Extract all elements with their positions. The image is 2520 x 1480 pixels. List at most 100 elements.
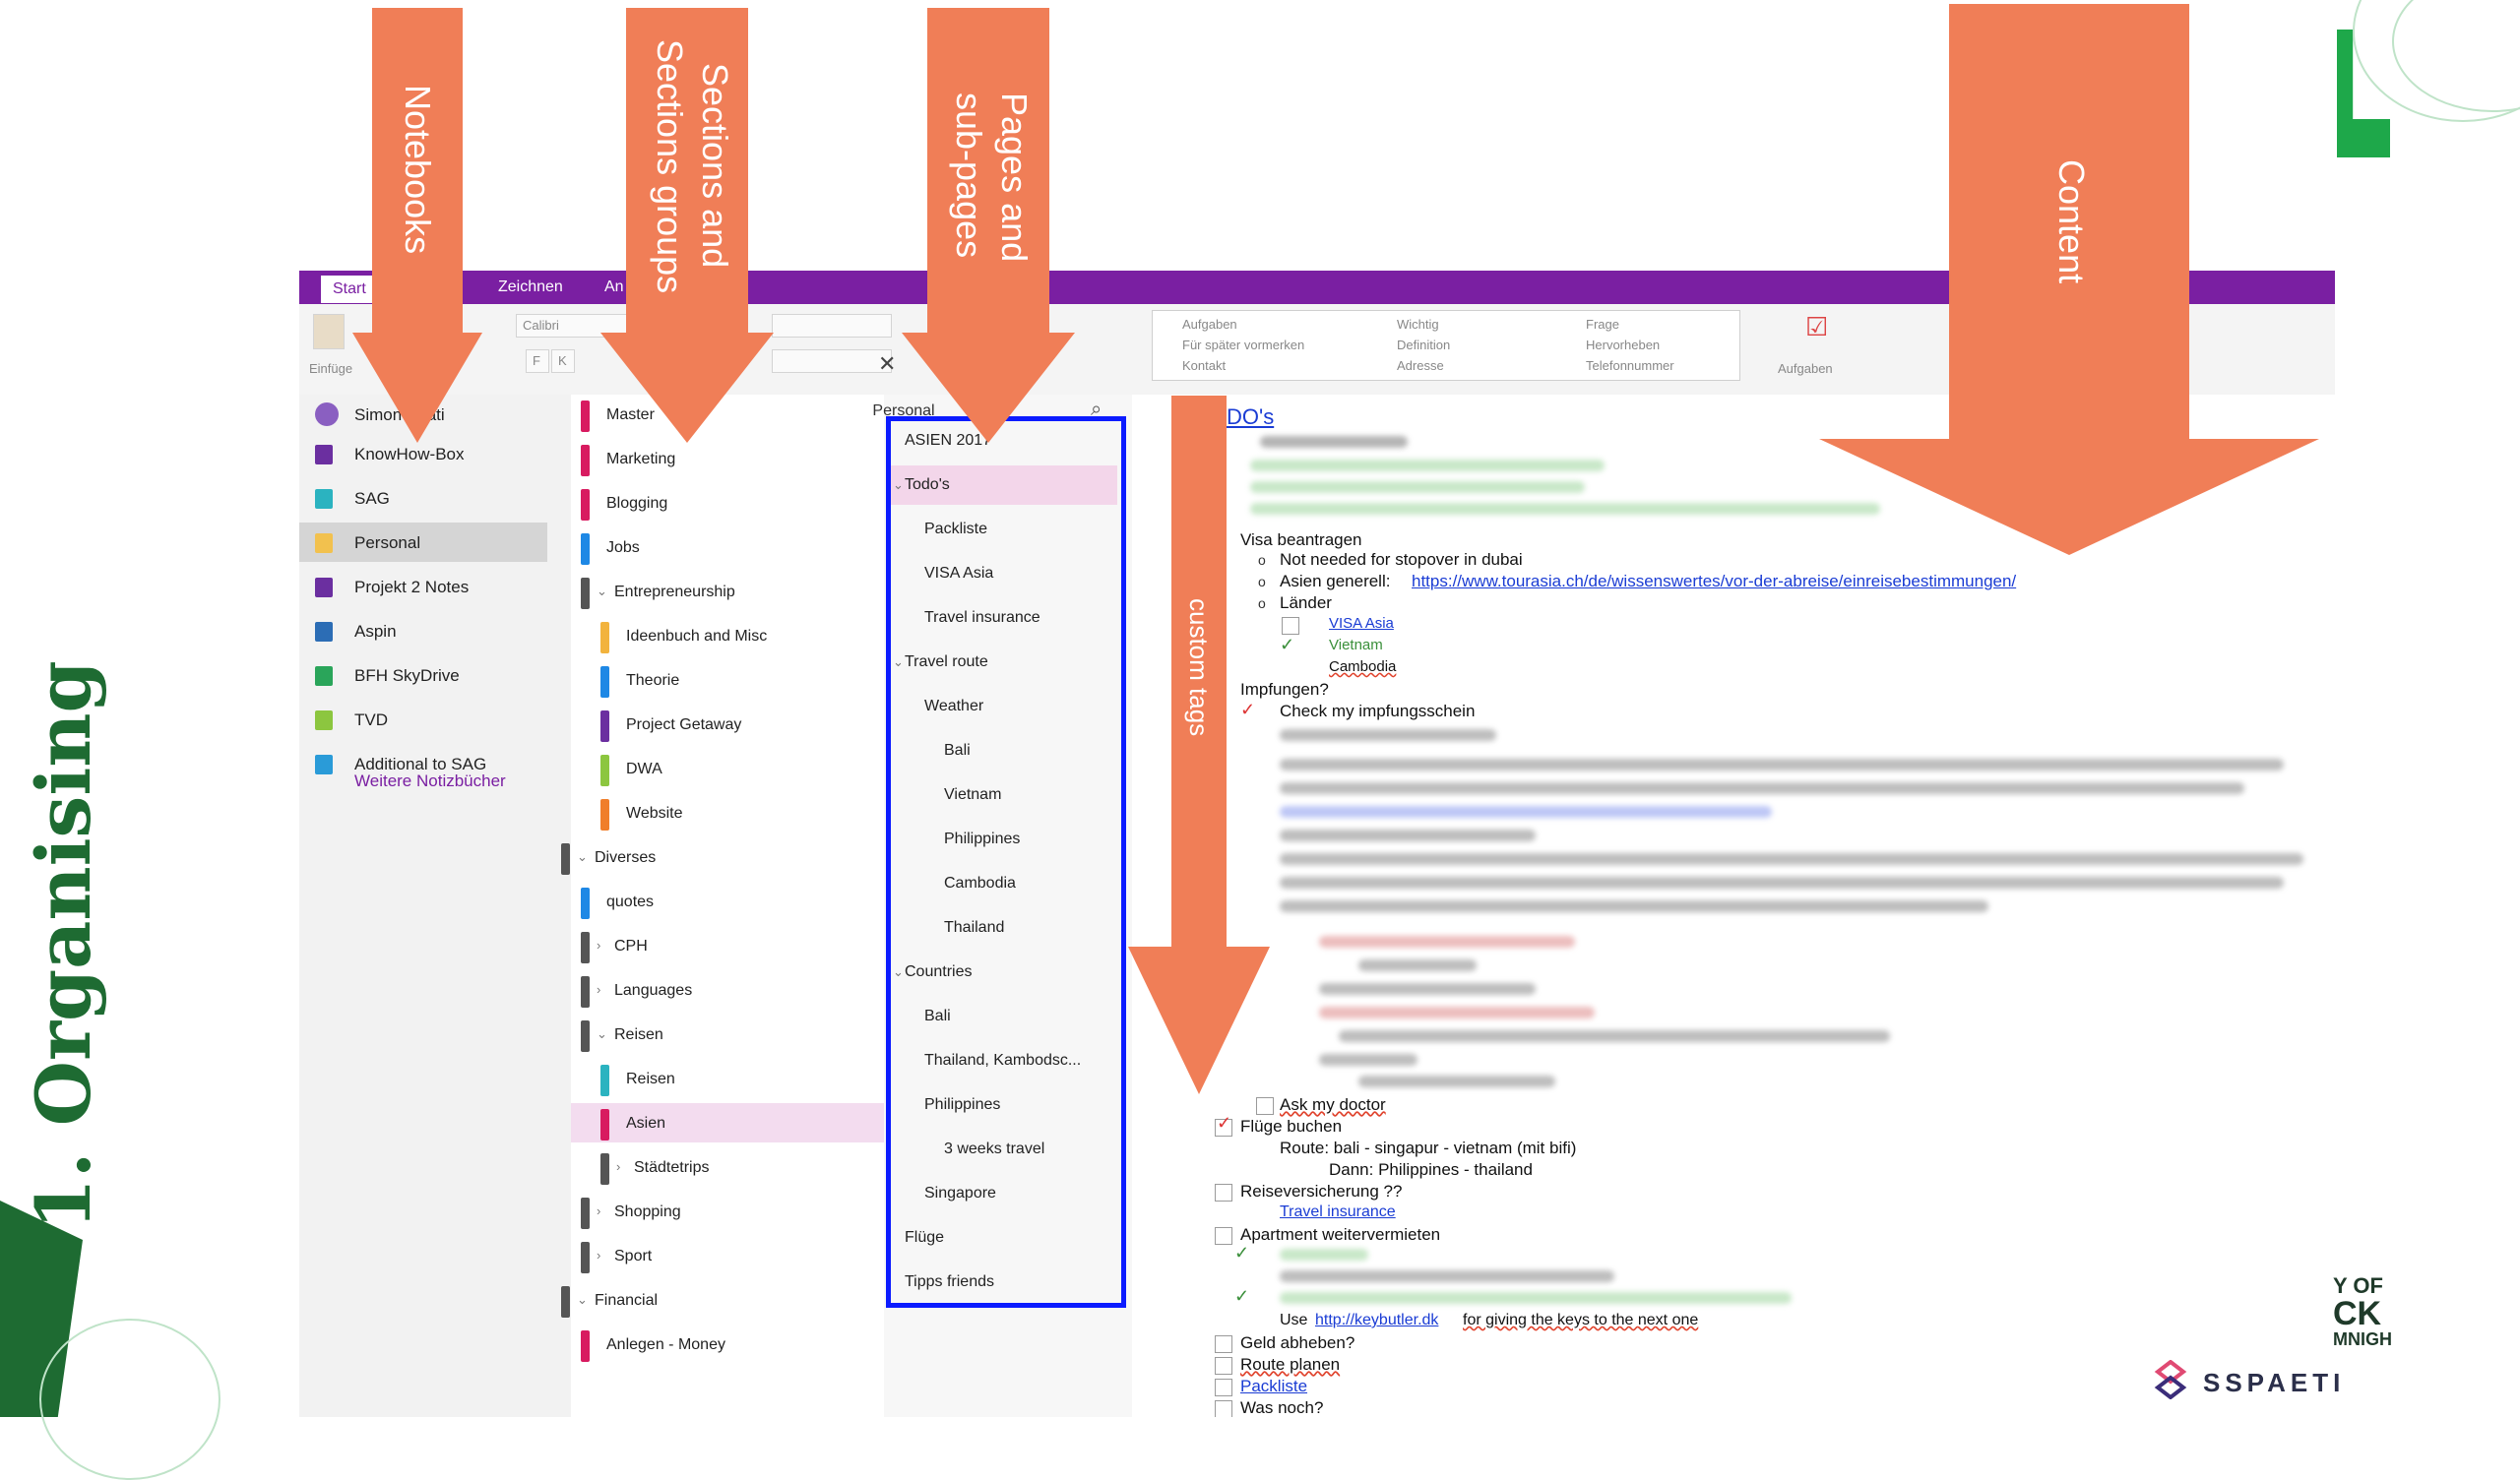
tag-hervorheben[interactable]: Hervorheben xyxy=(1586,338,1661,352)
notebook-item[interactable]: TVD xyxy=(299,700,547,739)
visa-asia-link[interactable]: VISA Asia xyxy=(1329,615,1394,632)
chevron-right-icon[interactable]: › xyxy=(597,1203,601,1218)
section-item[interactable]: Ideenbuch and Misc xyxy=(571,616,884,655)
page-item[interactable]: Vietnam xyxy=(891,775,1117,815)
tag-frage[interactable]: Frage xyxy=(1586,317,1619,332)
section-item[interactable]: ⌄Reisen xyxy=(571,1015,884,1054)
chevron-down-icon[interactable]: ⌄ xyxy=(577,849,588,864)
page-item[interactable]: ⌄Travel route xyxy=(891,643,1117,682)
task-check-icon[interactable]: ☑ xyxy=(1805,312,1829,341)
section-item[interactable]: Website xyxy=(571,793,884,832)
chevron-right-icon[interactable]: › xyxy=(597,982,601,997)
tag-wichtig[interactable]: Wichtig xyxy=(1397,317,1439,332)
page-item[interactable]: Cambodia xyxy=(891,864,1117,903)
chevron-down-icon[interactable]: ⌄ xyxy=(597,584,607,598)
packliste-link[interactable]: Packliste xyxy=(1240,1377,1308,1395)
page-item[interactable]: Philippines xyxy=(891,1085,1117,1125)
page-item[interactable]: Thailand, Kambodsc... xyxy=(891,1041,1117,1080)
page-content[interactable]: DO's Visa beantragen o Not needed for st… xyxy=(1132,395,2335,1417)
checkbox-was-noch[interactable] xyxy=(1215,1400,1232,1417)
italic-button[interactable]: K xyxy=(551,349,575,373)
keybutler-link[interactable]: http://keybutler.dk xyxy=(1315,1312,1439,1328)
tab-ansicht[interactable]: An xyxy=(604,278,624,295)
chevron-down-icon[interactable]: ⌄ xyxy=(597,1026,607,1041)
tag-adresse[interactable]: Adresse xyxy=(1397,358,1444,373)
chevron-right-icon[interactable]: › xyxy=(597,938,601,953)
page-item[interactable]: Tipps friends xyxy=(891,1263,1117,1302)
chevron-right-icon[interactable]: › xyxy=(597,1248,601,1263)
page-item[interactable]: VISA Asia xyxy=(891,554,1117,593)
page-item[interactable]: Bali xyxy=(891,731,1117,771)
page-item[interactable]: Packliste xyxy=(891,510,1117,549)
checkbox-reiseversicherung[interactable] xyxy=(1215,1184,1232,1202)
section-item[interactable]: Project Getaway xyxy=(571,705,884,744)
check-icon[interactable]: ✓ xyxy=(1234,1286,1250,1306)
check-icon[interactable]: ✓ xyxy=(1234,1243,1250,1263)
tag-definition[interactable]: Definition xyxy=(1397,338,1451,352)
search-icon[interactable]: ⌕ xyxy=(1091,399,1102,420)
section-item[interactable]: Blogging xyxy=(571,483,884,523)
check-icon[interactable]: ✓ xyxy=(1240,700,1256,719)
tag-aufgaben[interactable]: Aufgaben xyxy=(1182,317,1237,332)
page-item[interactable]: Singapore xyxy=(891,1174,1117,1213)
section-item[interactable]: ›Sport xyxy=(571,1236,884,1275)
chevron-down-icon[interactable]: ⌄ xyxy=(893,964,904,979)
page-item[interactable]: Bali xyxy=(891,997,1117,1036)
asia-link[interactable]: https://www.tourasia.ch/de/wissenswertes… xyxy=(1412,572,2017,590)
checkbox-route[interactable] xyxy=(1215,1357,1232,1375)
section-item[interactable]: ›CPH xyxy=(571,926,884,965)
page-item[interactable]: Philippines xyxy=(891,820,1117,859)
checkbox-apartment[interactable] xyxy=(1215,1227,1232,1245)
page-item[interactable]: 3 weeks travel xyxy=(891,1130,1117,1169)
checkbox-geld[interactable] xyxy=(1215,1335,1232,1353)
checkbox-ask-doctor[interactable] xyxy=(1256,1097,1274,1115)
page-item[interactable]: ⌄Countries xyxy=(891,953,1117,992)
chevron-down-icon[interactable]: ⌄ xyxy=(893,477,904,492)
tag-fuer-spaeter[interactable]: Für später vormerken xyxy=(1182,338,1305,352)
check-icon[interactable]: ✓ xyxy=(1280,635,1295,654)
section-item[interactable]: ›Languages xyxy=(571,970,884,1010)
checkbox-fluege[interactable] xyxy=(1215,1119,1232,1137)
tab-start[interactable]: Start xyxy=(321,276,378,303)
chevron-down-icon[interactable]: ⌄ xyxy=(577,1292,588,1307)
list-buttons[interactable] xyxy=(772,314,892,338)
more-notebooks-link[interactable]: Weitere Notizbücher xyxy=(299,761,547,800)
travel-insurance-link[interactable]: Travel insurance xyxy=(1280,1203,1396,1220)
checkbox-packliste[interactable] xyxy=(1215,1379,1232,1396)
chevron-down-icon[interactable]: ⌄ xyxy=(893,654,904,669)
notebook-item[interactable]: KnowHow-Box xyxy=(299,434,547,473)
section-item[interactable]: Marketing xyxy=(571,439,884,478)
page-item[interactable]: Travel insurance xyxy=(891,598,1117,638)
tag-telefonnummer[interactable]: Telefonnummer xyxy=(1586,358,1674,373)
section-item[interactable]: Theorie xyxy=(571,660,884,700)
notebook-item[interactable]: SAG xyxy=(299,478,547,518)
tag-kontakt[interactable]: Kontakt xyxy=(1182,358,1227,373)
section-item[interactable]: Asien xyxy=(571,1103,884,1142)
checkbox-visa-asia[interactable] xyxy=(1282,617,1299,635)
notebook-item[interactable]: Aspin xyxy=(299,611,547,650)
section-item[interactable]: ⌄Financial xyxy=(561,1280,884,1320)
indent-buttons[interactable] xyxy=(772,349,892,373)
notebook-item[interactable]: Additional to SAG xyxy=(299,744,547,783)
paste-button[interactable] xyxy=(313,314,345,349)
section-item[interactable]: ›Shopping xyxy=(571,1192,884,1231)
tab-zeichnen[interactable]: Zeichnen xyxy=(498,278,563,295)
notebook-item[interactable]: Personal xyxy=(299,523,547,562)
section-item[interactable]: Reisen xyxy=(571,1059,884,1098)
tasks-button-label[interactable]: Aufgaben xyxy=(1778,361,1833,376)
tags-gallery[interactable]: Aufgaben Für später vormerken Kontakt Wi… xyxy=(1152,310,1740,381)
section-item[interactable]: ›Städtetrips xyxy=(571,1147,884,1187)
notebook-item[interactable]: Projekt 2 Notes xyxy=(299,567,547,606)
section-item[interactable]: DWA xyxy=(571,749,884,788)
section-item[interactable]: Jobs xyxy=(571,527,884,567)
section-item[interactable]: quotes xyxy=(571,882,884,921)
section-item[interactable]: ⌄Diverses xyxy=(561,837,884,877)
close-icon[interactable]: ✕ xyxy=(878,351,897,376)
section-item[interactable]: Anlegen - Money xyxy=(571,1325,884,1364)
section-item[interactable]: ⌄Entrepreneurship xyxy=(571,572,884,611)
bold-button[interactable]: F xyxy=(526,349,549,373)
page-item[interactable]: ⌄Todo's xyxy=(891,465,1117,505)
notebook-item[interactable]: BFH SkyDrive xyxy=(299,655,547,695)
page-item[interactable]: Weather xyxy=(891,687,1117,726)
page-item[interactable]: Flüge xyxy=(891,1218,1117,1258)
